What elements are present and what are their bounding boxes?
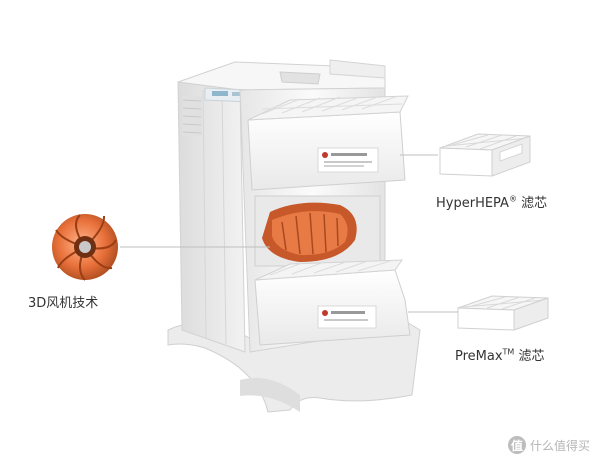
hepa-filter-standalone [439,133,531,177]
premax-filter-standalone [457,295,549,331]
side-vent-grille [182,96,202,136]
watermark-text: 什么值得买 [529,438,590,453]
watermark: 值 什么值得买 [507,436,590,454]
premax-name-text: PreMax [455,349,503,364]
brand-logo-icon [322,310,328,316]
control-panel [204,87,251,103]
premax-trademark: TM [502,347,515,357]
fan-technology-label: 3D风机技术 [28,292,98,311]
hepa-filter-label: HyperHEPA® 滤芯 [436,192,547,211]
fan-impeller-icon [52,214,118,281]
watermark-badge-icon: 值 [507,436,526,454]
premax-filter-drawer [254,259,411,346]
hepa-filter-drawer [247,95,409,191]
leader-lines [120,154,458,313]
premax-filter-label: PreMaxTM 滤芯 [455,345,544,364]
fan-label-text: 3D风机技术 [28,296,99,311]
hepa-registered-mark: ® [508,194,517,204]
hepa-name-text: HyperHEPA [436,196,509,211]
hepa-suffix-text: 滤芯 [516,196,548,211]
premax-suffix-text: 滤芯 [514,349,545,364]
brand-logo-icon [322,152,328,158]
